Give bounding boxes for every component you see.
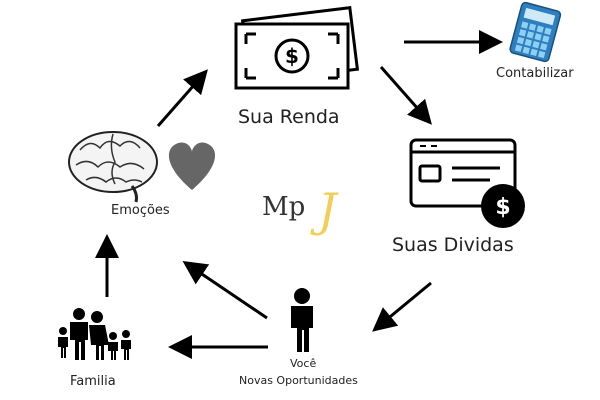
debts-label: Suas Dividas <box>392 234 514 256</box>
accounting-label: Contabilizar <box>496 66 574 81</box>
svg-text:$: $ <box>495 195 510 220</box>
cash-icon: $ <box>234 5 360 90</box>
emotions-label: Emoções <box>111 203 170 218</box>
you-label: Você <box>290 357 317 370</box>
family-icon <box>58 308 131 360</box>
arrow-you-to-emotions <box>182 260 268 320</box>
family-label: Familia <box>70 374 116 389</box>
brain-icon <box>68 131 158 203</box>
credit-card-icon: $ <box>409 138 525 228</box>
person-icon <box>291 288 313 352</box>
income-label: Sua Renda <box>238 106 340 128</box>
logo-text: Mp <box>262 192 306 222</box>
arrow-debts-to-you <box>372 281 432 332</box>
arrow-income-to-debts <box>379 66 432 125</box>
logo-accent: J <box>310 183 339 237</box>
svg-text:$: $ <box>285 44 299 68</box>
arrow-emotions-to-income <box>156 69 208 127</box>
opportunities-label: Novas Oportunidades <box>239 374 358 387</box>
calculator-icon <box>509 1 562 63</box>
heart-icon <box>168 142 216 190</box>
